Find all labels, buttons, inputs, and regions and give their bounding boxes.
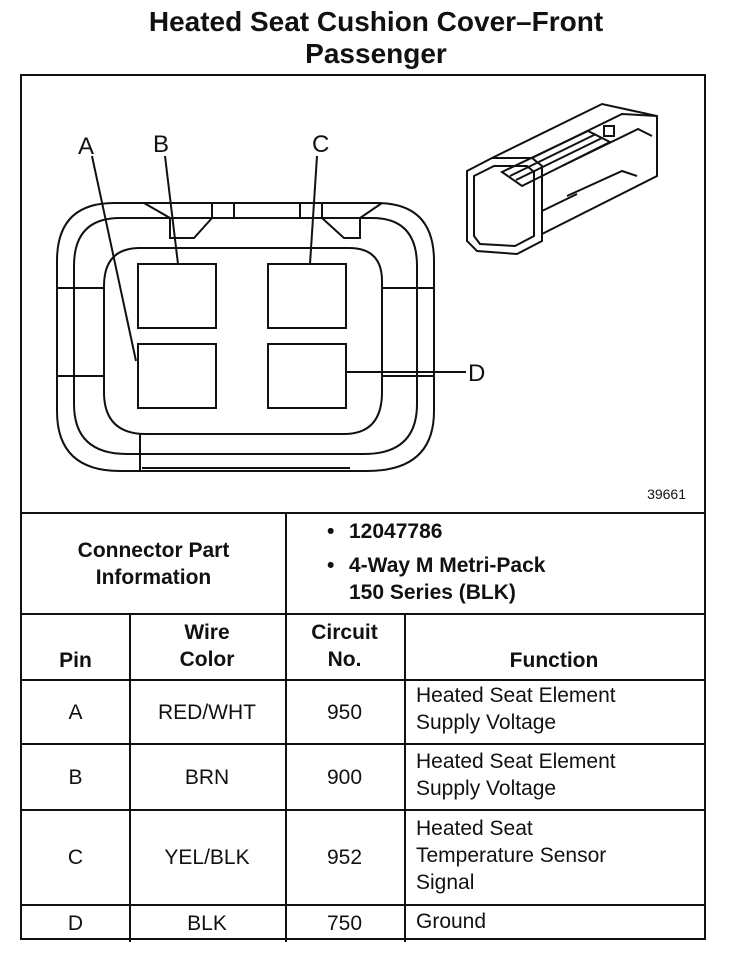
- part-number: •12047786: [327, 520, 443, 543]
- header-function: Function: [509, 648, 599, 672]
- part-number-text: 12047786: [349, 520, 443, 543]
- divider-diagram: [22, 512, 704, 514]
- leader-line-a: [91, 155, 137, 362]
- row-b-wire-color: BRN: [184, 765, 230, 789]
- row-d-wire-color: BLK: [187, 911, 227, 935]
- row-d-circuit: 750: [326, 911, 363, 935]
- connector-frame: A B C D 39661 Connector Part Info: [20, 74, 706, 942]
- connector-latch: [143, 202, 213, 239]
- divider-col-pin: [129, 613, 131, 942]
- title-line-1: Heated Seat Cushion Cover–Front: [148, 6, 604, 37]
- row-c-wire-color: YEL/BLK: [164, 846, 250, 869]
- pin-label-d: D: [468, 360, 485, 387]
- row-b-function: Heated Seat Element Supply Voltage: [416, 748, 702, 802]
- row-b-circuit: 900: [326, 765, 363, 789]
- row-a-function-line1: Heated Seat Element: [416, 684, 616, 707]
- row-c-circuit: 952: [326, 846, 363, 869]
- row-c-function: Heated Seat Temperature Sensor Signal: [416, 815, 702, 896]
- connector-description: •4-Way M Metri-Pack 150 Series (BLK): [327, 554, 546, 604]
- pin-label-b: B: [153, 131, 169, 158]
- row-c-function-line2: Temperature Sensor: [416, 844, 607, 867]
- header-circuit-line1: Circuit: [311, 621, 378, 644]
- row-d-function: Ground: [416, 908, 702, 935]
- connector-outer-shell: [56, 202, 435, 472]
- row-a-pin: A: [68, 700, 83, 724]
- connector-diagram: A B C D: [56, 102, 658, 472]
- row-c-function-line1: Heated Seat: [416, 817, 533, 840]
- pin-label-a: A: [78, 133, 94, 160]
- description-line1: 4-Way M Metri-Pack: [349, 554, 546, 577]
- pin-cavity-b: [137, 263, 217, 329]
- row-c-function-line3: Signal: [416, 871, 475, 894]
- header-wire-color-line1: Wire: [184, 621, 230, 644]
- pin-label-c: C: [312, 131, 329, 158]
- divider-col-circuit-start: [285, 512, 287, 942]
- connector-info-label: Connector Part Information: [22, 514, 285, 613]
- divider-row-a: [22, 743, 704, 745]
- divider-row-c: [22, 904, 704, 906]
- divider-header: [22, 679, 704, 681]
- figure-number: 39661: [647, 486, 686, 502]
- leader-line-c: [309, 155, 318, 265]
- connector-info-label-line1: Connector Part: [77, 538, 230, 562]
- page-title: Heated Seat Cushion Cover–Front Passenge…: [0, 6, 752, 70]
- header-circuit-line2: No.: [327, 648, 362, 671]
- divider-row-b: [22, 809, 704, 811]
- connector-inner-shell: [73, 217, 418, 455]
- divider-col-function: [404, 613, 406, 942]
- row-d-function-line1: Ground: [416, 910, 487, 933]
- row-a-function-line2: Supply Voltage: [416, 711, 557, 734]
- row-b-pin: B: [68, 765, 83, 789]
- header-wire-color: Wire Color: [129, 619, 285, 673]
- connector-isometric-sketch: [466, 102, 658, 256]
- header-wire-color-line2: Color: [179, 648, 235, 671]
- divider-info: [22, 613, 704, 615]
- row-b-function-line1: Heated Seat Element: [416, 750, 616, 773]
- header-pin: Pin: [59, 648, 92, 672]
- row-a-circuit: 950: [326, 700, 363, 724]
- pin-cavity-a: [137, 343, 217, 409]
- row-a-function: Heated Seat Element Supply Voltage: [416, 682, 702, 736]
- leader-line-b: [164, 155, 179, 265]
- row-a-wire-color: RED/WHT: [158, 700, 256, 724]
- pin-cavity-d: [267, 343, 347, 409]
- row-b-function-line2: Supply Voltage: [416, 777, 557, 800]
- header-circuit: Circuit No.: [285, 619, 404, 673]
- connector-info-label-line2: Information: [95, 565, 212, 589]
- row-d-pin: D: [67, 911, 84, 935]
- connector-cavity: [103, 247, 383, 435]
- title-line-2: Passenger: [305, 38, 447, 69]
- pin-cavity-c: [267, 263, 347, 329]
- row-c-pin: C: [67, 846, 84, 869]
- description-line2: 150 Series (BLK): [349, 581, 516, 604]
